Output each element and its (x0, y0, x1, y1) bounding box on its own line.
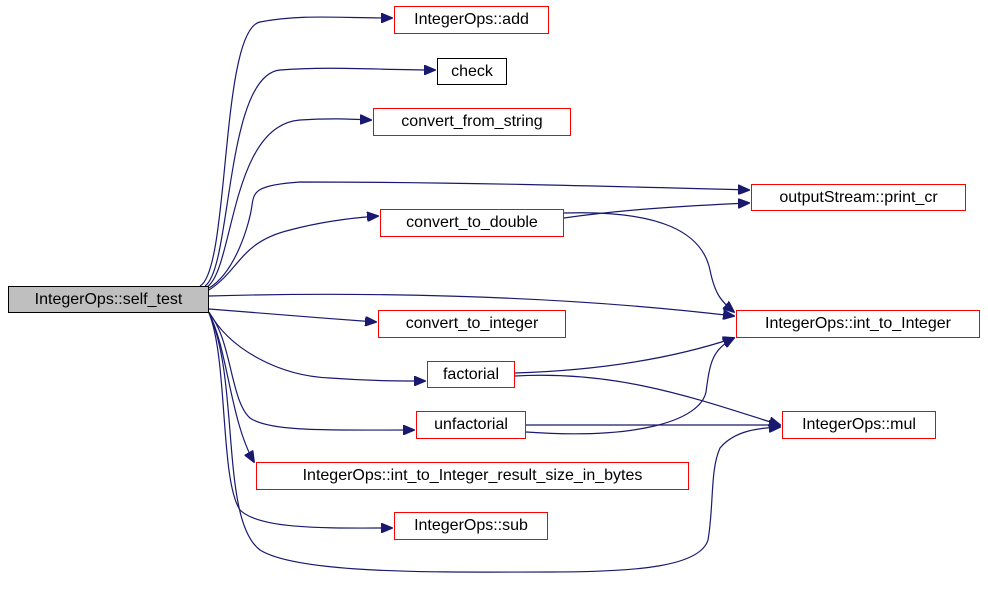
node-integerops-mul[interactable]: IntegerOps::mul (782, 411, 936, 439)
node-integerops-sub[interactable]: IntegerOps::sub (394, 512, 548, 540)
node-self-test: IntegerOps::self_test (8, 286, 209, 313)
edge-self-test-to-int-to-integer (208, 293, 734, 316)
node-check[interactable]: check (437, 58, 507, 85)
node-output-stream-print-cr[interactable]: outputStream::print_cr (751, 184, 966, 211)
edge-self-test-to-convert-to-double (208, 216, 378, 291)
edge-factorial-to-int-to-integer (514, 338, 734, 374)
edge-self-test-to-convert-from-string (206, 119, 371, 288)
edge-convert-to-double-to-print-cr (563, 203, 749, 219)
node-integerops-int-to-integer[interactable]: IntegerOps::int_to_Integer (736, 310, 980, 338)
edge-self-test-to-unfactorial (208, 312, 414, 430)
edge-self-test-to-mul (208, 312, 780, 573)
node-integerops-add[interactable]: IntegerOps::add (394, 6, 549, 34)
edge-self-test-to-convert-to-integer (208, 308, 376, 322)
node-integerops-int-to-integer-result-size-in-bytes[interactable]: IntegerOps::int_to_Integer_result_size_i… (256, 462, 689, 490)
node-factorial[interactable]: factorial (427, 361, 515, 388)
edge-self-test-to-print-cr (208, 181, 749, 289)
edge-self-test-to-check (204, 68, 435, 287)
node-convert-to-integer[interactable]: convert_to_integer (378, 310, 566, 338)
edge-convert-to-double-to-int-to-integer (563, 212, 734, 312)
node-convert-to-double[interactable]: convert_to_double (380, 209, 564, 237)
node-convert-from-string[interactable]: convert_from_string (373, 108, 571, 136)
edge-unfactorial-to-int-to-integer (525, 338, 734, 435)
edge-factorial-to-mul (514, 374, 780, 425)
edge-self-test-to-add (199, 17, 392, 287)
edge-self-test-to-factorial (208, 311, 425, 381)
node-unfactorial[interactable]: unfactorial (416, 411, 526, 439)
